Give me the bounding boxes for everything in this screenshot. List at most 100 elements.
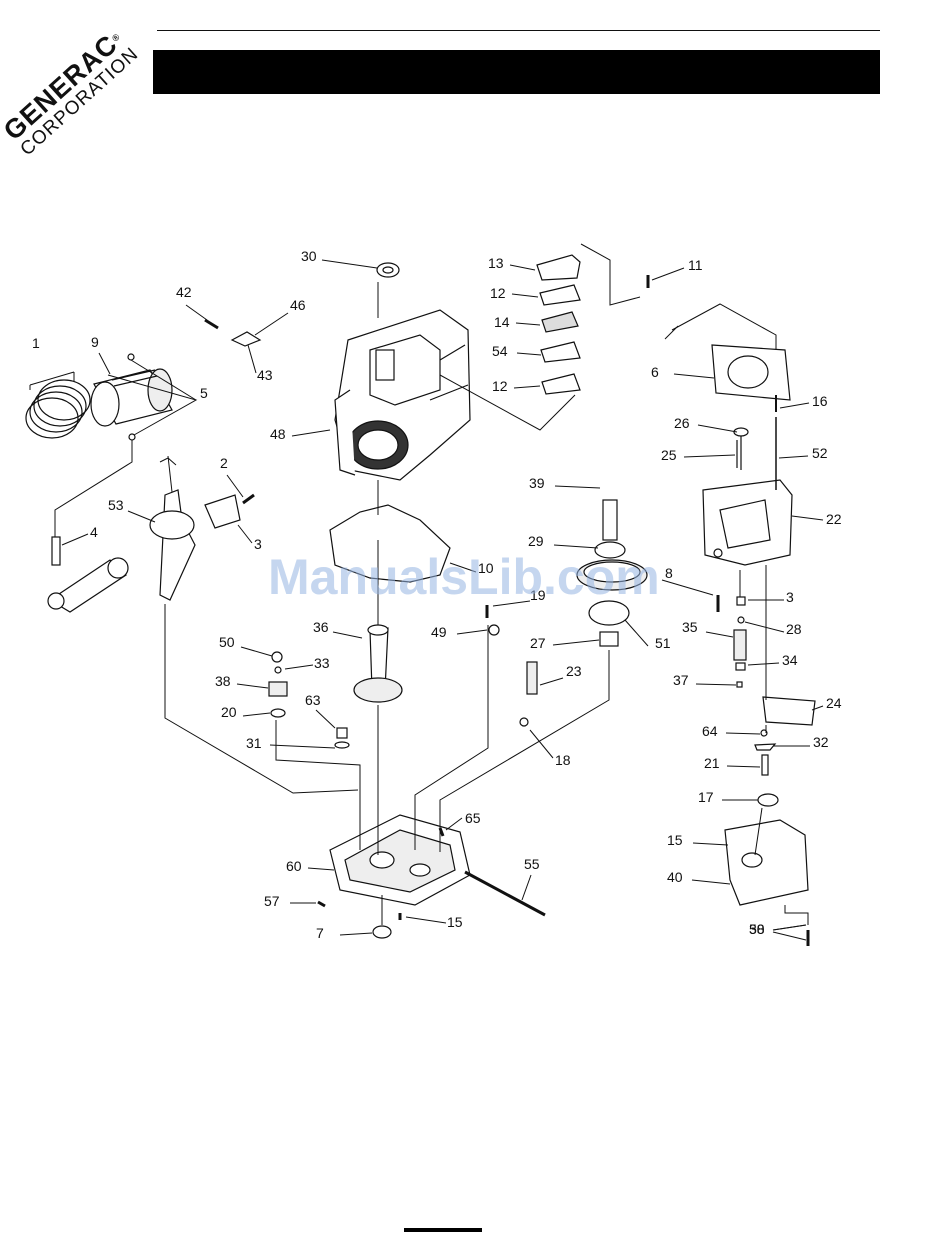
sump-drawing (725, 820, 808, 905)
part-callout-5: 5 (200, 385, 208, 401)
part-callout-22: 22 (826, 511, 842, 527)
part-callout-23: 23 (566, 663, 582, 679)
leader-line-15 (406, 917, 446, 923)
part-callout-30: 30 (301, 248, 317, 264)
part-callout-13: 13 (488, 255, 504, 271)
leader-line-8 (662, 580, 713, 595)
part-callout-2: 2 (220, 455, 228, 471)
oil-cap-drawing (758, 794, 778, 806)
part-callout-6: 6 (651, 364, 659, 380)
part-callout-12: 12 (492, 378, 508, 394)
leader-line-37 (696, 684, 736, 685)
part-callout-60: 60 (286, 858, 302, 874)
part-callout-25: 25 (661, 447, 677, 463)
leader-line-55 (522, 875, 531, 900)
part-callout-51: 51 (655, 635, 671, 651)
leader-line-13 (510, 265, 535, 270)
part-callout-32: 32 (813, 734, 829, 750)
part-callout-49: 49 (431, 624, 447, 640)
shaft-drawing (465, 872, 545, 915)
leader-line-33 (285, 665, 313, 669)
screw-drawing (205, 320, 218, 328)
leader-line-43 (248, 345, 256, 373)
watermark: ManualsLib.com (268, 548, 660, 606)
leader-line-7 (340, 933, 372, 935)
leader-line-52 (779, 456, 808, 458)
part-callout-7: 7 (316, 925, 324, 941)
part-callout-11: 11 (688, 257, 703, 273)
tappet-parts-drawing (734, 597, 746, 687)
part-callout-63: 63 (305, 692, 321, 708)
part-callout-16: 16 (812, 393, 828, 409)
leader-line-49 (457, 630, 487, 634)
part-callout-3: 3 (786, 589, 794, 605)
part-callout-4: 4 (90, 524, 98, 540)
valve-cover-plate-drawing (763, 697, 815, 725)
part-callout-15: 15 (667, 832, 683, 848)
leader-line-12 (514, 386, 540, 388)
leader-line-58 (773, 925, 806, 930)
leader-line-40 (692, 880, 730, 884)
leader-line-12 (512, 294, 538, 297)
leader-line-18 (530, 730, 553, 758)
part-callout-26: 26 (674, 415, 690, 431)
governor-cup-drawing (600, 632, 618, 646)
leader-line-3 (238, 525, 252, 543)
part-callout-28: 28 (786, 621, 802, 637)
leader-line-51 (625, 620, 648, 646)
part-callout-29: 29 (528, 533, 544, 549)
part-callout-31: 31 (246, 735, 262, 751)
leader-line-60 (308, 868, 334, 870)
crankshaft-drawing (150, 490, 240, 600)
part-callout-14: 14 (494, 314, 510, 330)
piston-rings-drawing (26, 380, 90, 438)
part-callout-18: 18 (555, 752, 571, 768)
part-callout-17: 17 (698, 789, 714, 805)
rocker-drawing (755, 744, 775, 750)
spring-drawing (527, 662, 537, 694)
leader-line-26 (698, 425, 737, 432)
part-callout-42: 42 (176, 284, 192, 300)
leader-line-28 (745, 622, 784, 632)
leader-line-34 (748, 663, 779, 665)
leader-line-23 (540, 678, 563, 685)
leader-line-31 (270, 745, 335, 748)
leader-line-14 (516, 323, 540, 325)
leader-line-4 (62, 534, 88, 545)
oil-seal-drawing (373, 926, 391, 938)
leader-line-16 (780, 403, 809, 408)
wrist-pin-drawing (52, 537, 60, 565)
leader-line-54 (517, 353, 541, 355)
bolt-drawing (762, 755, 768, 775)
part-callout-27: 27 (530, 635, 546, 651)
leader-line-6 (674, 374, 714, 378)
part-callout-46: 46 (290, 297, 306, 313)
ball-drawing (520, 718, 528, 726)
part-callout-39: 39 (529, 475, 545, 491)
head-gasket-drawing (712, 345, 790, 400)
leader-line-38 (237, 684, 268, 688)
part-callout-33: 33 (314, 655, 330, 671)
engine-block-drawing (335, 310, 470, 480)
leader-line-53 (128, 511, 155, 522)
part-callout-40: 40 (667, 869, 683, 885)
oil-pump-parts-drawing (269, 652, 287, 717)
bearing-drawing (377, 263, 399, 277)
leader-line-20 (243, 713, 270, 716)
part-callout-58: 58 (749, 921, 765, 937)
leader-line-48 (292, 430, 330, 436)
part-callout-8: 8 (665, 565, 673, 581)
leader-line-15 (693, 843, 728, 845)
leader-line-65 (446, 818, 462, 830)
part-callout-57: 57 (264, 893, 280, 909)
leader-line-25 (684, 455, 735, 457)
page-footer-bar (404, 1228, 482, 1232)
part-callout-34: 34 (782, 652, 798, 668)
part-callout-55: 55 (524, 856, 540, 872)
part-callout-65: 65 (465, 810, 481, 826)
leader-line-30 (322, 260, 377, 268)
part-callout-54: 54 (492, 343, 508, 359)
leader-line-63 (316, 710, 335, 728)
